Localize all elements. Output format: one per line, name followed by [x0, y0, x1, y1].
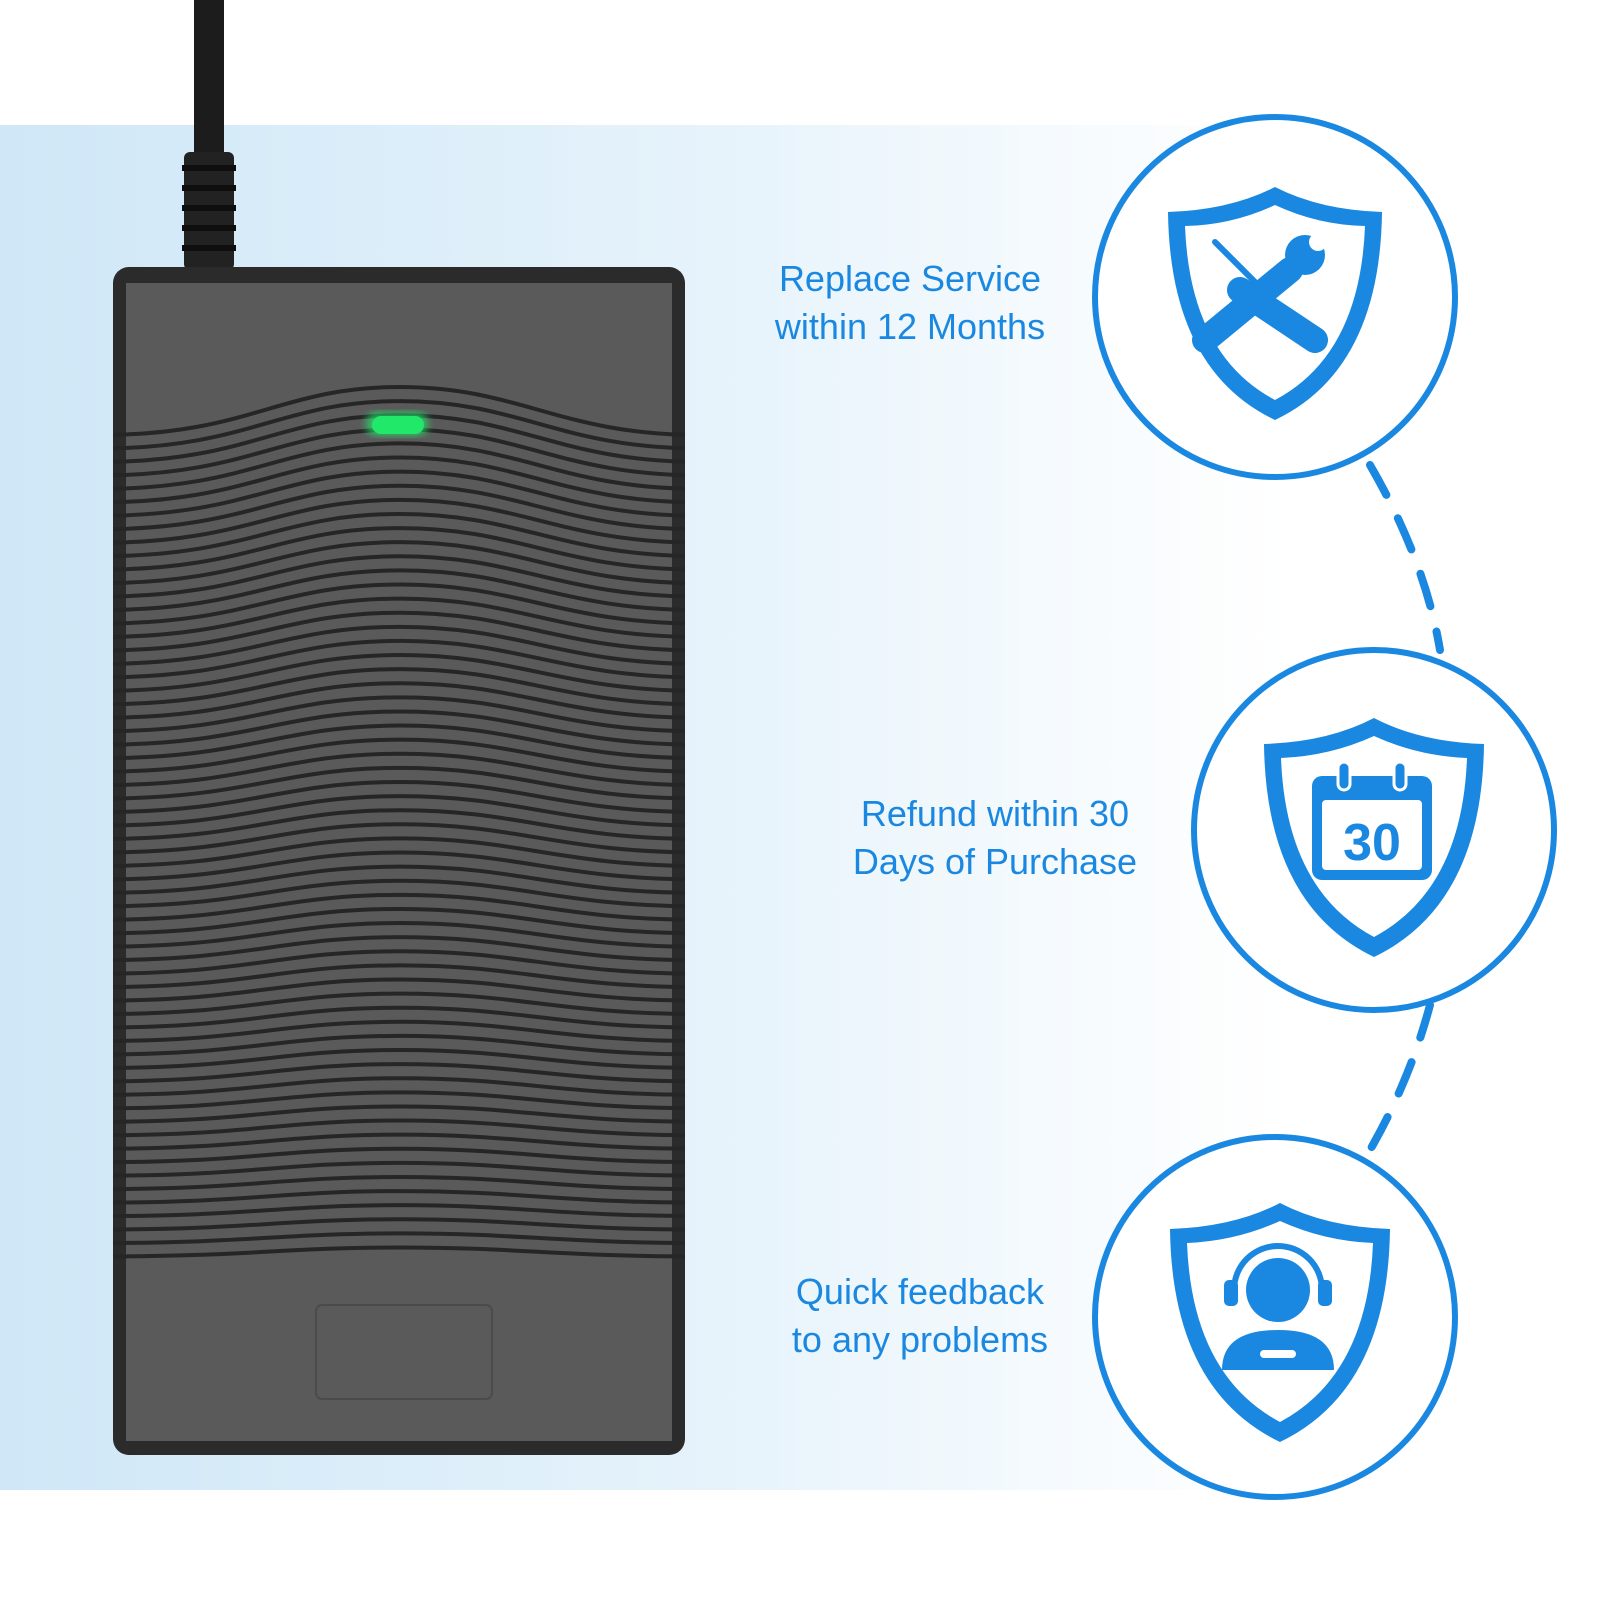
feature-refund: Refund within 30 Days of Purchase	[825, 790, 1165, 886]
wave-ridge	[113, 469, 685, 518]
wave-ridge	[113, 511, 685, 559]
wave-ridge	[113, 850, 685, 882]
wave-ridge	[113, 596, 685, 639]
wave-ridge	[113, 949, 685, 976]
label-area	[315, 1304, 493, 1400]
wave-ridge	[113, 1005, 685, 1030]
wave-ridge	[113, 878, 685, 909]
wave-ridge	[113, 1033, 685, 1057]
wave-ridge	[113, 1062, 685, 1084]
wave-ridge	[113, 836, 685, 868]
wave-ridge	[113, 667, 685, 707]
wave-ridge	[113, 1076, 685, 1097]
wave-ridge	[113, 723, 685, 761]
wave-ridge	[113, 822, 685, 855]
wave-ridge	[113, 1019, 685, 1043]
wave-ridge	[113, 554, 685, 599]
wave-ridge	[113, 1104, 685, 1124]
wave-ridge	[113, 1189, 685, 1205]
feature-line: within 12 Months	[774, 306, 1046, 347]
wave-ridge	[113, 624, 685, 666]
wave-ridge	[113, 1118, 685, 1138]
wave-ridge	[113, 681, 685, 720]
wave-ridge	[113, 483, 685, 532]
feature-replace-service: Replace Service within 12 Months	[740, 255, 1080, 351]
wave-ridge	[113, 765, 685, 801]
wave-ridge	[113, 1090, 685, 1111]
wave-ridge	[113, 399, 685, 451]
wave-ridge	[113, 737, 685, 774]
wave-ridge	[113, 1217, 685, 1232]
wave-ridge	[113, 991, 685, 1017]
wave-ridge	[113, 653, 685, 693]
wave-ridge	[113, 497, 685, 545]
feature-line: Quick feedback	[795, 1271, 1045, 1312]
status-led	[372, 416, 424, 434]
power-adapter	[113, 267, 685, 1455]
feature-quick-feedback: Quick feedback to any problems	[750, 1268, 1090, 1364]
wave-ridge	[113, 709, 685, 747]
wave-ridge	[113, 906, 685, 936]
wave-ridge	[113, 808, 685, 841]
wave-ridge	[113, 610, 685, 653]
wave-ridge	[113, 1160, 685, 1178]
wave-ridge	[113, 582, 685, 626]
feature-line: to any problems	[791, 1319, 1049, 1360]
wave-ridge	[113, 864, 685, 895]
wave-ridge	[113, 892, 685, 922]
feature-line: Days of Purchase	[852, 841, 1138, 882]
shield-support-agent-icon	[1092, 1134, 1458, 1500]
wave-ridge	[113, 526, 685, 572]
wave-ridge	[113, 540, 685, 586]
wave-ridge	[113, 695, 685, 734]
shield-tools-icon	[1092, 114, 1458, 480]
wave-ridge	[113, 963, 685, 990]
wave-ridge	[113, 1048, 685, 1070]
wave-ridge	[113, 751, 685, 788]
wave-ridge	[113, 441, 685, 491]
wave-ridges	[113, 384, 685, 1259]
wave-ridge	[113, 1203, 685, 1219]
wave-ridge	[113, 455, 685, 505]
wave-ridge	[113, 568, 685, 613]
wave-ridge	[113, 384, 685, 437]
wave-ridge	[113, 1132, 685, 1151]
wave-ridge	[113, 794, 685, 828]
wave-ridge	[113, 921, 685, 949]
calendar-number: 30	[1343, 814, 1401, 872]
wave-ridge	[113, 638, 685, 680]
wave-ridge	[113, 779, 685, 815]
feature-line: Replace Service	[778, 258, 1042, 299]
wave-ridge	[113, 977, 685, 1003]
wave-ridge	[113, 1245, 685, 1259]
shield-calendar-icon: 30	[1191, 647, 1557, 1013]
feature-line: Refund within 30	[860, 793, 1130, 834]
dashed-connector	[1366, 461, 1444, 1154]
wave-ridge	[113, 935, 685, 963]
wave-ridge	[113, 1146, 685, 1165]
wave-ridge	[113, 1174, 685, 1192]
wave-ridge	[113, 1231, 685, 1245]
power-cable	[182, 0, 236, 270]
